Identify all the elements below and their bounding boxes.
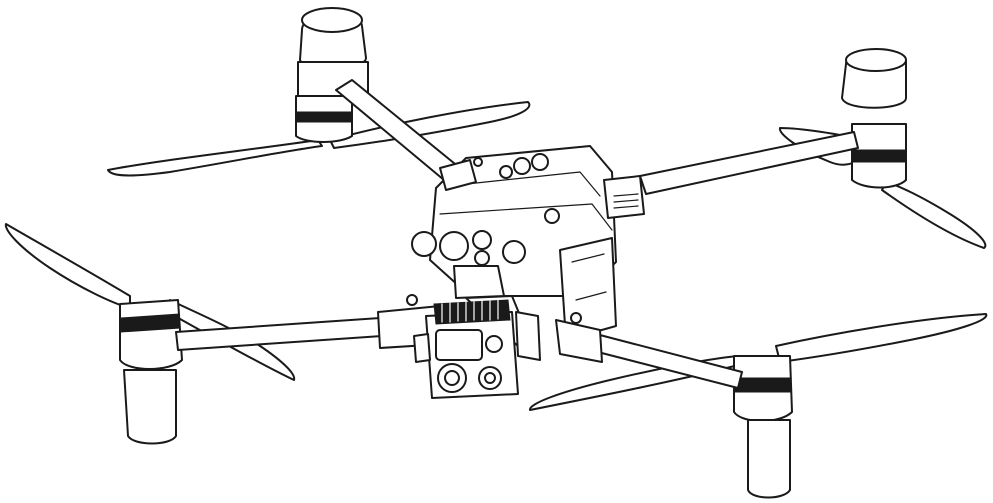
fuselage-top-panel-line: [447, 171, 601, 197]
screw-right: [570, 312, 582, 324]
screw-left: [406, 294, 418, 306]
front-sensor-small-2: [474, 250, 490, 266]
front-sensor-right: [502, 240, 526, 264]
right-arm-latch-ridges: [613, 193, 639, 209]
front-right-landing-leg: [747, 419, 791, 499]
rear-right-landing-gear-top: [845, 48, 907, 72]
rear-right-motor-band: [852, 149, 906, 163]
payload-wide-lens-window: [435, 329, 483, 361]
payload-heatsink: [433, 299, 511, 325]
front-left-landing-leg: [123, 369, 177, 445]
front-left-propeller-blade-left: [4, 223, 131, 309]
front-left-motor-band: [120, 313, 181, 333]
top-vent-3: [499, 165, 513, 179]
front-left-rotor-assembly: [4, 223, 383, 445]
payload-zoom-lens-inner: [444, 370, 460, 386]
front-sensor-small-1: [472, 230, 492, 250]
rear-right-propeller-blade-right: [881, 181, 987, 249]
rear-left-landing-gear-top: [301, 7, 363, 33]
rear-left-propeller-blade-left: [107, 139, 323, 177]
rear-left-motor-band: [296, 111, 352, 123]
body-right-side-detail: [571, 253, 607, 301]
front-right-rotor-assembly: [529, 313, 988, 499]
front-right-propeller-blade-right: [775, 313, 988, 363]
fuselage-side-panel-line: [439, 203, 613, 231]
front-left-motor: [119, 299, 183, 370]
side-sensor: [544, 208, 560, 224]
right-arm-latch: [603, 175, 645, 219]
gimbal-assembly: [413, 265, 541, 399]
payload-laser-rangefinder: [485, 335, 503, 353]
top-vent-1: [513, 157, 531, 175]
top-vent-2: [531, 153, 549, 171]
rear-left-rotor-assembly: [107, 7, 531, 181]
payload-right-mount: [515, 311, 541, 361]
rear-right-arm: [639, 131, 859, 195]
rear-right-rotor-assembly: [639, 48, 987, 249]
payload-side-knob: [413, 333, 431, 363]
body-small-details: [406, 157, 582, 324]
drone-body: [377, 145, 645, 363]
payload-thermal-lens-inner: [484, 372, 496, 384]
antenna-stub: [473, 157, 483, 167]
left-arm-joint: [439, 159, 477, 191]
gimbal-mount: [453, 265, 505, 299]
front-right-arm-joint: [555, 319, 603, 363]
front-right-motor-band: [734, 377, 792, 393]
front-sensor-center: [439, 231, 469, 261]
front-sensor-left: [411, 231, 437, 257]
